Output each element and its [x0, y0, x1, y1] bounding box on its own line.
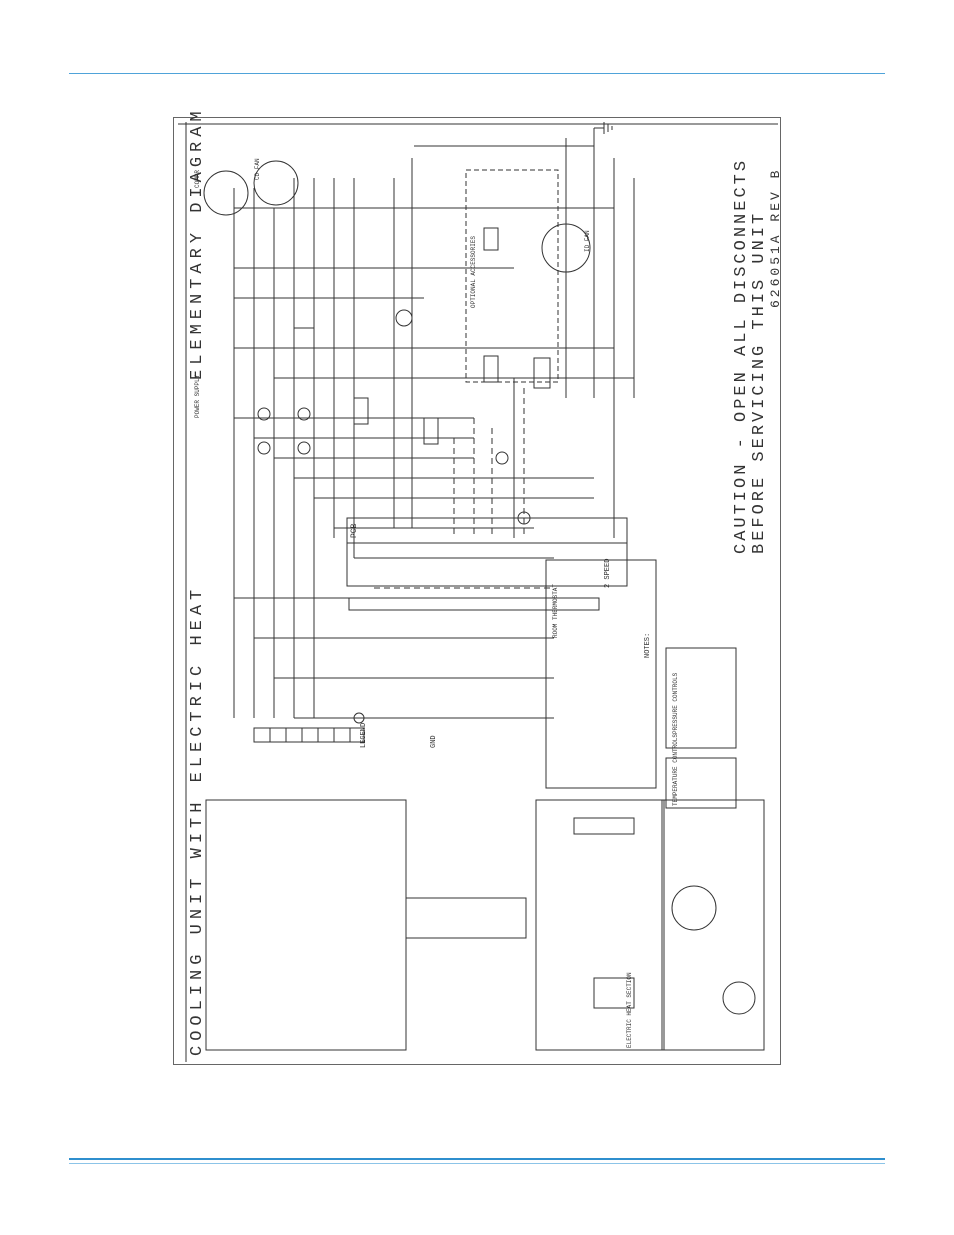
- indoor-fan-motor: [541, 223, 591, 273]
- drawing-number: 626051A REV B: [768, 167, 783, 308]
- footer-rule: [69, 1158, 885, 1160]
- thermostat-box: [545, 559, 657, 789]
- legend-label: LEGEND: [360, 722, 368, 748]
- caution-text-line1: CAUTION - OPEN ALL DISCONNECTS: [732, 157, 751, 554]
- compressor-panel: [661, 799, 765, 1051]
- condenser-fan-label: CD FAN: [254, 158, 261, 180]
- caution-text-line2: BEFORE SERVICING THIS UNIT: [750, 210, 769, 554]
- pressure-controls-table: [665, 647, 737, 749]
- condenser-fan-motor: [253, 160, 299, 206]
- two-speed-label: 2 SPEED: [604, 558, 612, 588]
- indoor-fan-label: ID FAN: [584, 230, 591, 252]
- notes-label: NOTES:: [644, 632, 652, 658]
- electric-heat-panel: [535, 799, 665, 1051]
- compressor-label: COMPR: [194, 169, 201, 188]
- power-supply-label: POWER SUPPLY: [194, 374, 201, 418]
- header-rule: [69, 73, 885, 74]
- pcb-label: PCB: [350, 523, 359, 538]
- temperature-controls-label: TEMPERATURE CONTROLS: [672, 733, 679, 806]
- optional-accessories-box: [465, 169, 559, 383]
- footer-rule-thin: [69, 1163, 885, 1164]
- wiring-diagram-drawing: [178, 122, 778, 1062]
- outdoor-compressor-motor: [722, 981, 756, 1015]
- gnd-label: GND: [430, 735, 438, 748]
- thermostat-label: ROOM THERMOSTAT: [552, 583, 559, 638]
- optional-accessories-label: OPTIONAL ACCESSORIES: [470, 235, 477, 308]
- ground-symbol: [594, 122, 613, 134]
- pcb-block: [346, 517, 628, 587]
- compressor-motor: [203, 170, 249, 216]
- diagram-title-left: COOLING UNIT WITH ELECTRIC HEAT: [188, 584, 207, 1056]
- control-box-panel: [205, 799, 407, 1051]
- electric-heat-section-label: ELECTRIC HEAT SECTION: [626, 972, 633, 1048]
- pressure-controls-label: PRESSURE CONTROLS: [672, 672, 679, 734]
- temperature-controls-table: [665, 757, 737, 809]
- heat-section-fan-motor: [671, 885, 717, 931]
- wiring-diagram-sheet: COOLING UNIT WITH ELECTRIC HEAT ELEMENTA…: [173, 106, 783, 1065]
- diagram-title-right: ELEMENTARY DIAGRAM: [188, 106, 207, 380]
